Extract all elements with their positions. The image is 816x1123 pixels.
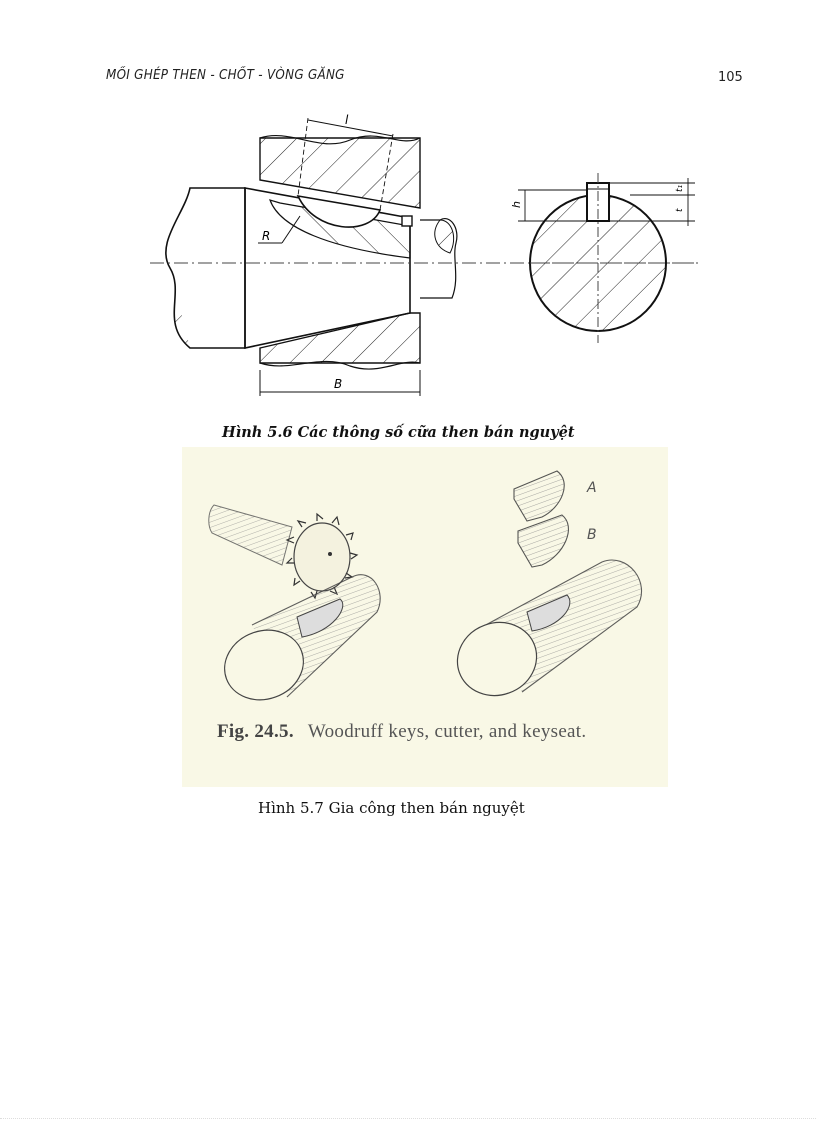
page-bottom-divider: [0, 1118, 816, 1119]
photo-caption-label: Fig. 24.5.: [217, 721, 294, 742]
figure-5-6-caption: Hình 5.6 Các thông số cữa then bán nguyệ…: [222, 424, 575, 441]
photo-caption: Fig. 24.5. Woodruff keys, cutter, and key…: [217, 720, 647, 743]
woodruff-keys-illustration: A B Fig. 24.5. Woodruff keys, cutter, and…: [182, 447, 668, 787]
illustration-svg: A B: [208, 470, 643, 701]
dim-t1-label: t₁: [675, 184, 685, 192]
figure-5-7-caption: Hình 5.7 Gia công then bán nguyệt: [258, 799, 525, 817]
dim-h-label: h: [510, 201, 523, 208]
woodruff-key-technical-drawing: l R B h t₁ t: [140, 108, 710, 408]
page-number: 105: [718, 70, 743, 85]
key-a-label: A: [586, 480, 597, 496]
dim-r-label: R: [262, 229, 270, 243]
dim-b-label: B: [334, 377, 342, 391]
key-b-label: B: [587, 527, 597, 543]
running-header-title: MỐI GHÉP THEN - CHỐT - VÒNG GĂNG: [106, 68, 345, 83]
dim-l-label: l: [345, 113, 349, 127]
photo-caption-text: Woodruff keys, cutter, and keyseat.: [307, 721, 587, 742]
drawing-svg: l R B h t₁ t: [150, 113, 700, 396]
dim-t-label: t: [675, 208, 685, 212]
